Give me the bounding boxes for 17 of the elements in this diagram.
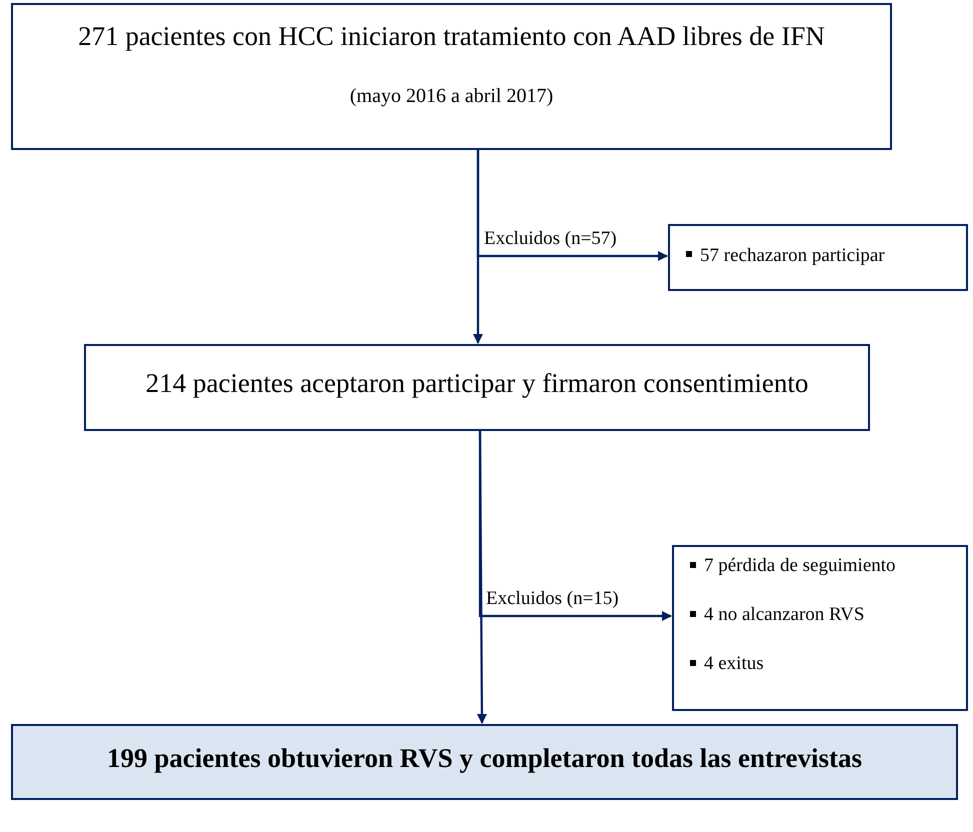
result-text: 199 pacientes obtuvieron RVS y completaron todas las entrevistas [106, 742, 864, 774]
process-box [11, 724, 958, 800]
list-item: 4 exitus [690, 653, 764, 676]
arrow [476, 150, 668, 261]
list-item: 4 no alcanzaron RVS [690, 604, 864, 626]
process-box [672, 545, 968, 711]
process-box [11, 3, 892, 150]
date-range-text: (mayo 2016 a abril 2017) [348, 85, 554, 108]
edge-label: Excluidos (n=57) [484, 229, 617, 250]
box-heading: 271 pacientes con HCC iniciaron tratamiento con AAD libres de IFN [77, 21, 826, 52]
arrow [478, 431, 672, 621]
list-item: 7 pérdida de seguimiento [690, 555, 896, 577]
list-item: 57 rechazaron participar [686, 244, 885, 266]
process-box [668, 224, 968, 291]
edge-label: Excluidos (n=15) [486, 589, 619, 610]
process-box [84, 344, 870, 431]
box-heading: 214 pacientes aceptaron participar y firmaron consentimiento [144, 368, 810, 400]
